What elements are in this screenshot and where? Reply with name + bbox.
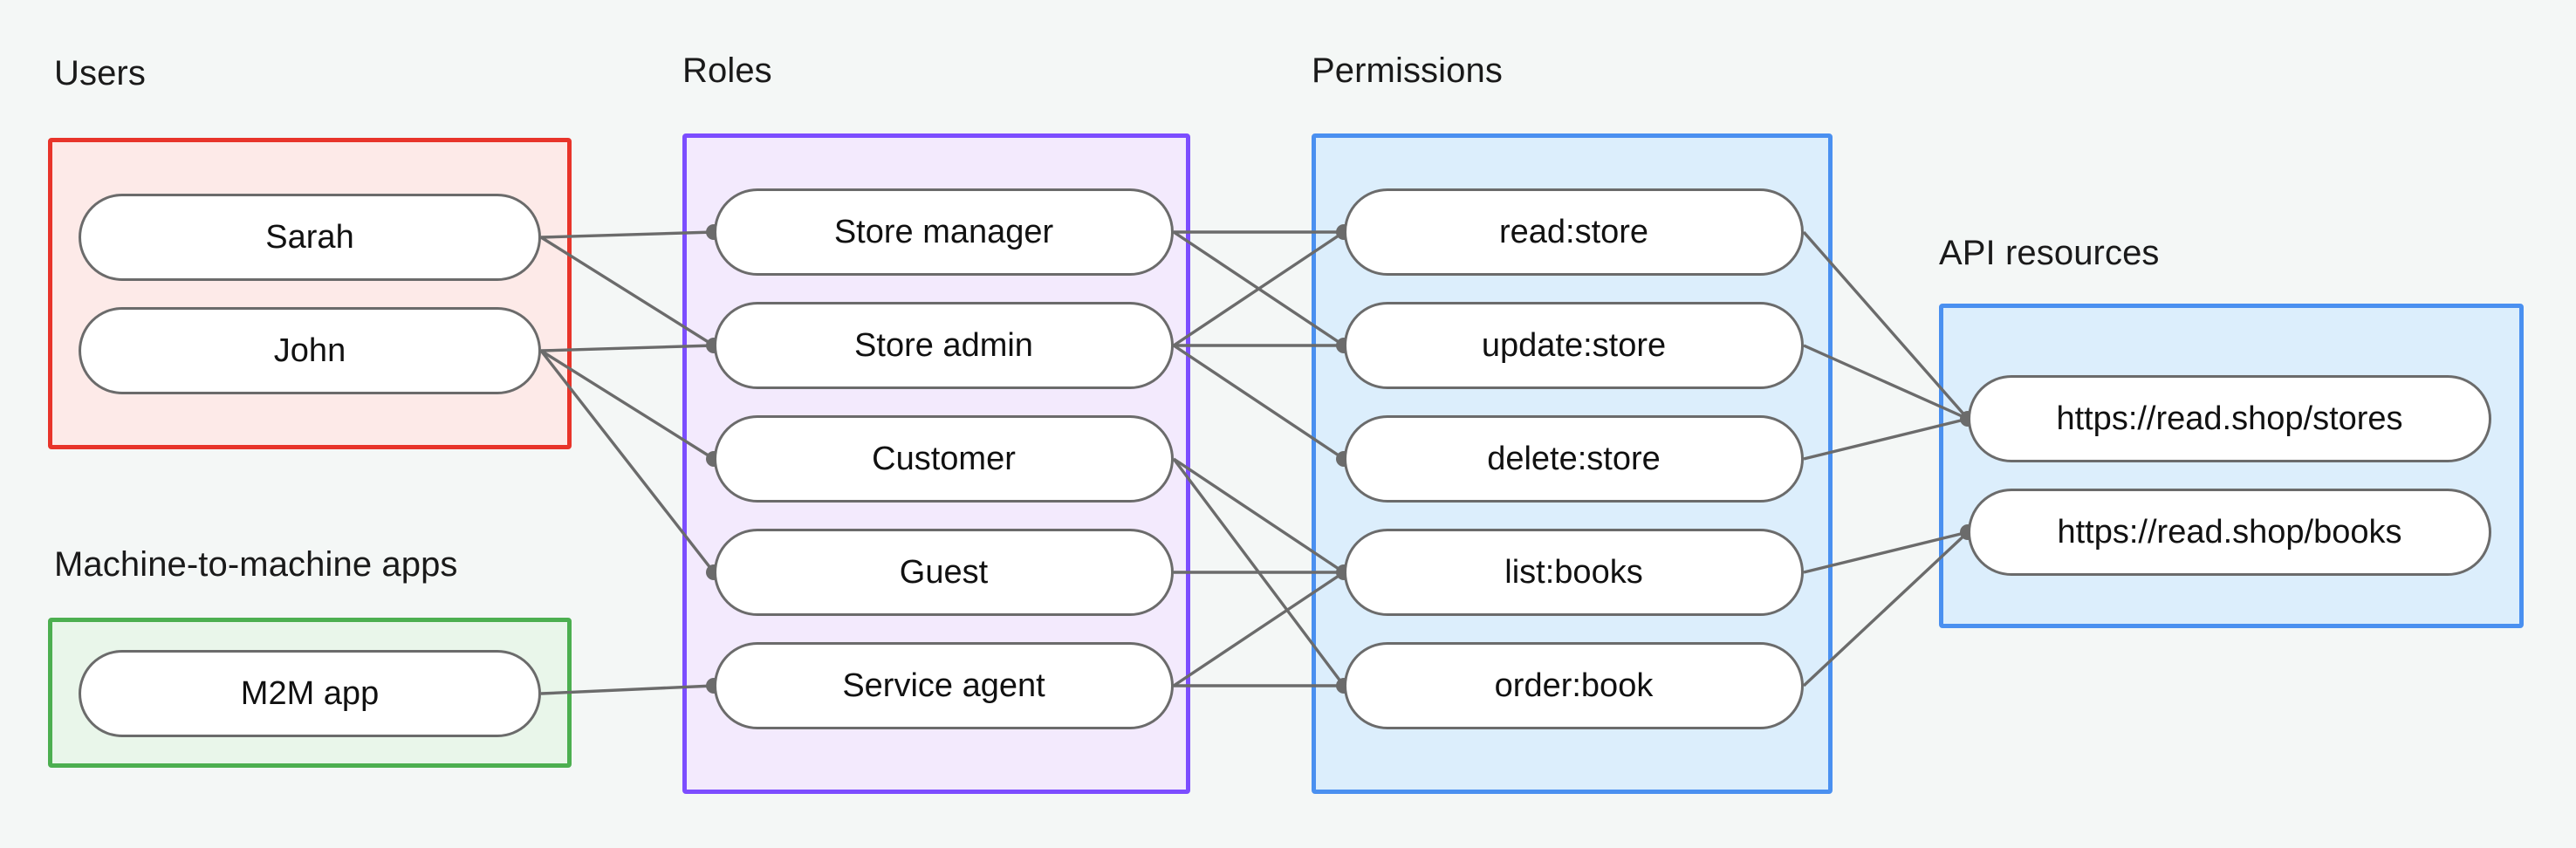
group-label-api-resources: API resources — [1939, 234, 2160, 272]
node-customer[interactable]: Customer — [714, 415, 1174, 503]
group-box-api-resources — [1939, 304, 2524, 628]
node-read-store[interactable]: read:store — [1344, 188, 1804, 276]
node-store-manager[interactable]: Store manager — [714, 188, 1174, 276]
node-m2mapp[interactable]: M2M app — [79, 650, 541, 737]
node-order-book[interactable]: order:book — [1344, 642, 1804, 729]
group-label-roles: Roles — [682, 51, 772, 90]
node-delete-store[interactable]: delete:store — [1344, 415, 1804, 503]
node-res-stores[interactable]: https://read.shop/stores — [1968, 375, 2491, 462]
node-sarah[interactable]: Sarah — [79, 194, 541, 281]
node-service-agent[interactable]: Service agent — [714, 642, 1174, 729]
node-john[interactable]: John — [79, 307, 541, 394]
node-list-books[interactable]: list:books — [1344, 529, 1804, 616]
group-label-users: Users — [54, 54, 146, 92]
node-guest[interactable]: Guest — [714, 529, 1174, 616]
group-box-users — [48, 138, 572, 449]
node-store-admin[interactable]: Store admin — [714, 302, 1174, 389]
node-update-store[interactable]: update:store — [1344, 302, 1804, 389]
group-label-m2m: Machine-to-machine apps — [54, 545, 458, 584]
group-label-permissions: Permissions — [1312, 51, 1503, 90]
node-res-books[interactable]: https://read.shop/books — [1968, 489, 2491, 576]
